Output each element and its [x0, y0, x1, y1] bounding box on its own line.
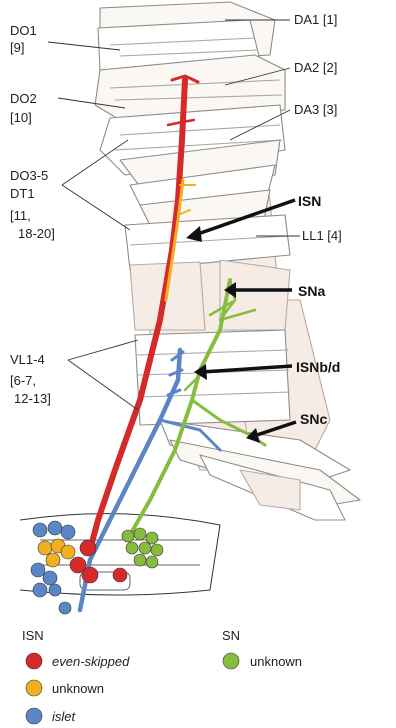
label-do35: DO3-5 [10, 168, 48, 183]
orange-cells [38, 539, 75, 567]
label-vl-num1: [6-7, [10, 373, 36, 388]
label-do35-num2: 18-20] [18, 226, 55, 241]
label-sna: SNa [298, 283, 325, 299]
label-da2: DA2 [2] [294, 60, 337, 75]
left-labels: DO1 [9] DO2 [10] DO3-5 DT1 [11, 18-20] V… [10, 23, 55, 406]
legend-label-unknown-sn: unknown [250, 654, 302, 669]
legend-swatch-orange [26, 680, 42, 696]
legend-isn-header: ISN [22, 628, 44, 643]
label-do2: DO2 [10, 91, 37, 106]
legend-swatch-blue [26, 708, 42, 724]
label-snc: SNc [300, 411, 327, 427]
legend: ISN SN even-skipped unknown islet unknow… [22, 628, 302, 724]
label-da3: DA3 [3] [294, 102, 337, 117]
legend-swatch-green [223, 653, 239, 669]
blue-cells [31, 521, 75, 614]
legend-label-islet: islet [52, 709, 77, 724]
label-do35-num1: [11, [10, 208, 31, 223]
label-do1-num: [9] [10, 40, 24, 55]
legend-sn-header: SN [222, 628, 240, 643]
label-vl14: VL1-4 [10, 352, 45, 367]
label-isnbd: ISNb/d [296, 359, 340, 375]
legend-swatch-red [26, 653, 42, 669]
label-dt1: DT1 [10, 186, 35, 201]
green-cells [122, 528, 163, 568]
legend-label-unknown-isn: unknown [52, 681, 104, 696]
label-da1: DA1 [1] [294, 12, 337, 27]
right-labels: DA1 [1] DA2 [2] DA3 [3] ISN LL1 [4] SNa … [294, 12, 342, 427]
label-vl-num2: 12-13] [14, 391, 51, 406]
legend-label-evenskipped: even-skipped [52, 654, 130, 669]
label-do1: DO1 [10, 23, 37, 38]
label-do2-num: [10] [10, 110, 32, 125]
label-ll1: LL1 [4] [302, 228, 342, 243]
label-isn: ISN [298, 193, 321, 209]
